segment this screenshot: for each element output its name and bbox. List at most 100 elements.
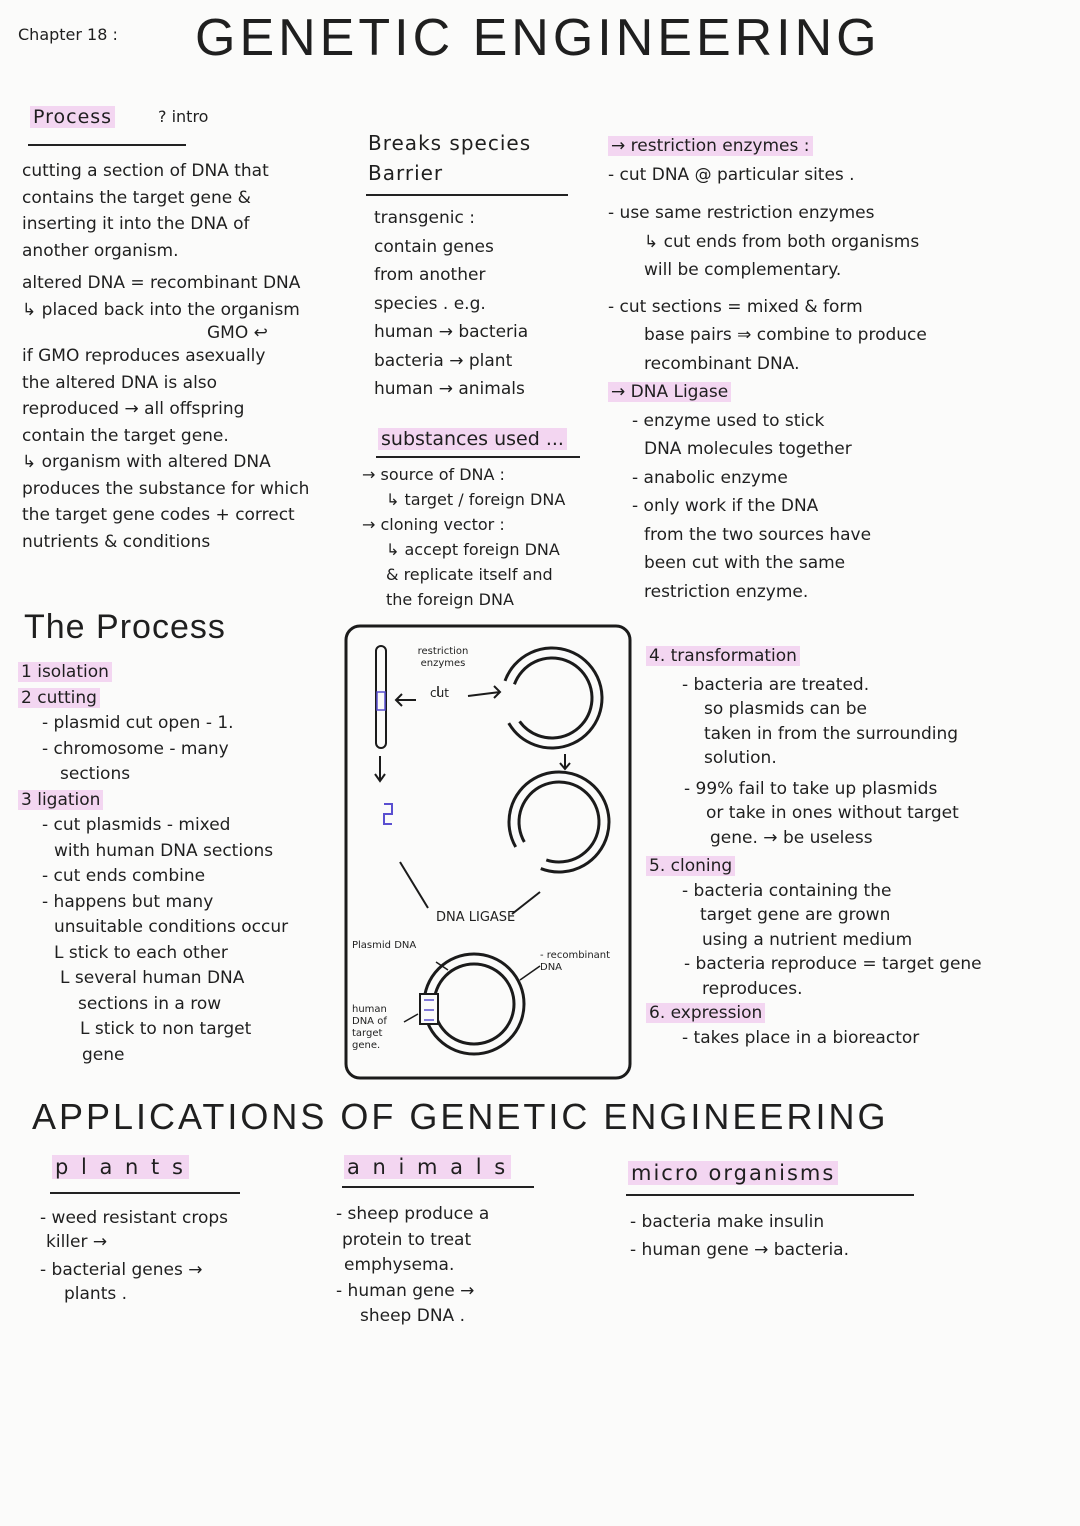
animals-text: - sheep produce a protein to treat emphy… (336, 1202, 489, 1330)
step-ligation: 3 ligation (18, 788, 288, 814)
micro-text: - bacteria make insulin - human gene → b… (630, 1208, 849, 1264)
text-line: gene (82, 1044, 125, 1065)
enzymes-text: → restriction enzymes : - cut DNA @ part… (608, 132, 927, 606)
text-line: GMO ↩ (207, 323, 268, 343)
text-line: sections in a row (78, 993, 222, 1014)
recombinant-plasmid-inner-icon (432, 962, 516, 1046)
text-line: - only work if the DNA (632, 496, 819, 516)
text-line: - cut ends combine (42, 866, 206, 886)
recombinant-dna-label: - recombinant DNA (540, 950, 611, 973)
text-line: - human gene → (336, 1280, 475, 1301)
text-line: - bacteria make insulin (630, 1212, 825, 1232)
diagram-frame (344, 624, 632, 1080)
text-line: transgenic : (374, 208, 475, 228)
divider (376, 456, 580, 458)
step-cutting: 2 cutting (18, 686, 288, 712)
species-heading-2: Barrier (368, 161, 444, 185)
dna-ligase-label: DNA LIGASE (436, 910, 516, 925)
process-steps-list: 1 isolation 2 cutting - plasmid cut open… (18, 660, 288, 1068)
plants-heading: p l a n t s (52, 1154, 189, 1180)
step-isolation: 1 isolation (18, 660, 288, 686)
micro-heading: micro organisms (628, 1160, 839, 1186)
text-line: - bacteria reproduce = target gene (684, 954, 982, 974)
chromosome-icon (375, 645, 387, 749)
text-line: → restriction enzymes : (608, 132, 927, 161)
divider (28, 144, 186, 146)
transgenic-text: transgenic : contain genes from another … (374, 204, 528, 404)
text-line: the target gene codes + correct (22, 505, 295, 525)
connector-line (399, 861, 429, 909)
intro-label: ? intro (158, 107, 209, 126)
chapter-label: Chapter 18 : (18, 25, 118, 44)
text-line: the altered DNA is also (22, 372, 218, 393)
text-line: human → animals (374, 379, 525, 399)
arrow-right-icon (467, 685, 502, 699)
text-line: - happens but many (42, 891, 214, 912)
text-line: target gene are grown (700, 905, 891, 925)
dna-fragment-icon (383, 803, 393, 825)
text-line: ↳ accept foreign DNA (386, 540, 560, 559)
text-line: - cut plasmids - mixed (42, 815, 231, 835)
text-line: - bacteria containing the (682, 880, 892, 901)
process-intro-text: cutting a section of DNA that contains t… (22, 158, 309, 555)
pointer-line (435, 961, 449, 971)
arrow-left-icon (394, 693, 416, 707)
divider (342, 1186, 534, 1188)
text-line: DNA molecules together (644, 439, 852, 459)
text-line: so plasmids can be (704, 699, 867, 719)
text-line: cutting a section of DNA that (22, 161, 269, 181)
text-line: inserting it into the DNA of (22, 214, 250, 234)
text-line: - human gene → bacteria. (630, 1240, 849, 1260)
text-line: nutrients & conditions (22, 531, 211, 552)
text-line: - takes place in a bioreactor (682, 1027, 920, 1048)
text-line: L stick to non target (80, 1019, 252, 1039)
step-cloning: 5. cloning (646, 854, 982, 879)
text-line: human → bacteria (374, 322, 529, 342)
divider (366, 194, 568, 196)
arrow-down-icon (559, 754, 571, 771)
text-line: taken in from the surrounding (704, 723, 959, 744)
text-line: reproduces. (702, 978, 803, 999)
text-line: - anabolic enzyme (632, 467, 788, 488)
text-line: emphysema. (344, 1255, 455, 1275)
species-heading: Breaks species (368, 131, 532, 155)
substances-text: → source of DNA : ↳ target / foreign DNA… (362, 462, 565, 612)
text-line: recombinant DNA. (644, 353, 800, 374)
plasmid-dna-label: Plasmid DNA (352, 940, 417, 951)
text-line: altered DNA = recombinant DNA (22, 273, 301, 293)
divider (50, 1192, 240, 1194)
text-line: ↳ placed back into the organism (22, 299, 300, 320)
recombinant-dna-diagram: restriction enzymes cut DNA LIGASE Plasm… (344, 624, 632, 1080)
process-heading: Process (30, 104, 116, 130)
text-line: L stick to each other (54, 942, 228, 963)
text-line: → DNA Ligase (608, 378, 927, 407)
text-line: or take in ones without target (706, 803, 959, 823)
text-line: - bacterial genes → (40, 1260, 203, 1280)
text-line: - cut sections = mixed & form (608, 296, 863, 317)
text-line: the foreign DNA (386, 590, 514, 609)
text-line: bacteria → plant (374, 350, 513, 371)
animals-heading: a n i m a l s (344, 1154, 512, 1180)
text-line: ↳ cut ends from both organisms (644, 231, 920, 252)
applications-title: APPLICATIONS OF GENETIC ENGINEERING (32, 1096, 889, 1137)
text-line: reproduced → all offspring (22, 399, 245, 419)
text-line: - weed resistant crops (40, 1208, 229, 1228)
text-line: ↳ target / foreign DNA (386, 490, 566, 509)
text-line: using a nutrient medium (702, 929, 913, 950)
text-line: from the two sources have (644, 524, 872, 545)
pointer-line (519, 965, 541, 981)
text-line: protein to treat (342, 1229, 472, 1250)
text-line: sections (60, 764, 131, 784)
target-gene-icon (376, 691, 386, 711)
open-plasmid-icon (507, 770, 611, 874)
restriction-enzymes-label: restriction enzymes (417, 646, 469, 669)
page-title: GENETIC ENGINEERING (195, 9, 881, 67)
substances-heading: substances used ... (378, 426, 567, 452)
text-line: contains the target gene & (22, 187, 251, 208)
text-line: base pairs ⇒ combine to produce (644, 325, 927, 345)
plasmid-circle-icon (500, 646, 604, 750)
open-plasmid-inner-icon (517, 780, 601, 864)
text-line: unsuitable conditions occur (54, 917, 289, 937)
text-line: ↳ organism with altered DNA (22, 452, 271, 472)
text-line: will be complementary. (644, 260, 842, 280)
